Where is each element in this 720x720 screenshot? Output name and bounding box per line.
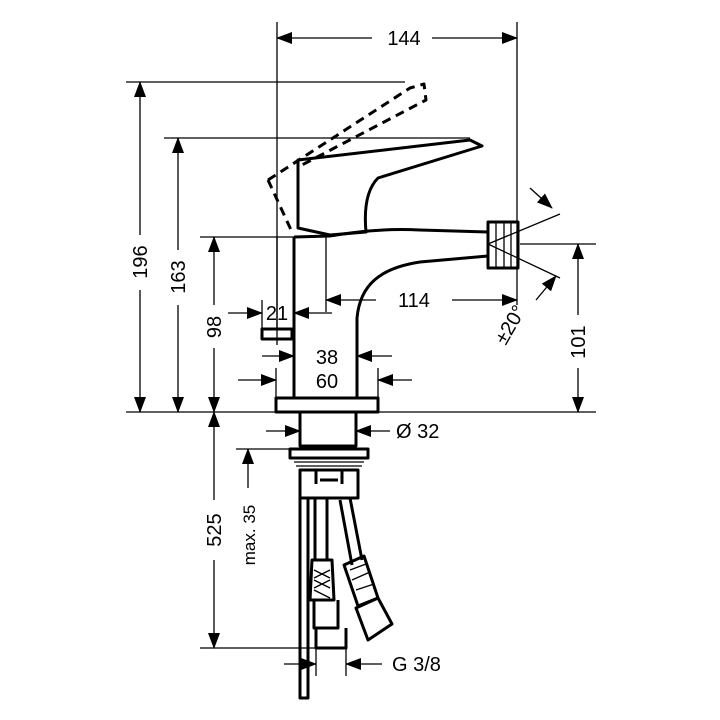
- dim-reach: 114: [398, 290, 430, 312]
- dim-overall-height: 196: [130, 245, 152, 278]
- dim-overall-width: 144: [387, 28, 420, 50]
- dim-nozzle-height: 101: [568, 325, 590, 358]
- dim-body-diameter-38: 38: [316, 347, 338, 369]
- dim-shank-diameter: Ø 32: [396, 421, 439, 443]
- dim-offset-21: 21: [266, 303, 288, 325]
- dimension-lines: [126, 22, 596, 676]
- faucet-outline: [260, 82, 520, 700]
- dim-total-length: 525: [204, 513, 226, 546]
- dim-max-thickness: max. 35: [240, 505, 259, 565]
- dim-lever-height: 163: [168, 260, 190, 293]
- dim-connection-thread: G 3/8: [392, 654, 441, 676]
- dim-body-diameter-60: 60: [316, 371, 338, 393]
- dim-spray-angle: ±20°: [491, 302, 531, 349]
- dim-spout-height: 98: [204, 316, 226, 338]
